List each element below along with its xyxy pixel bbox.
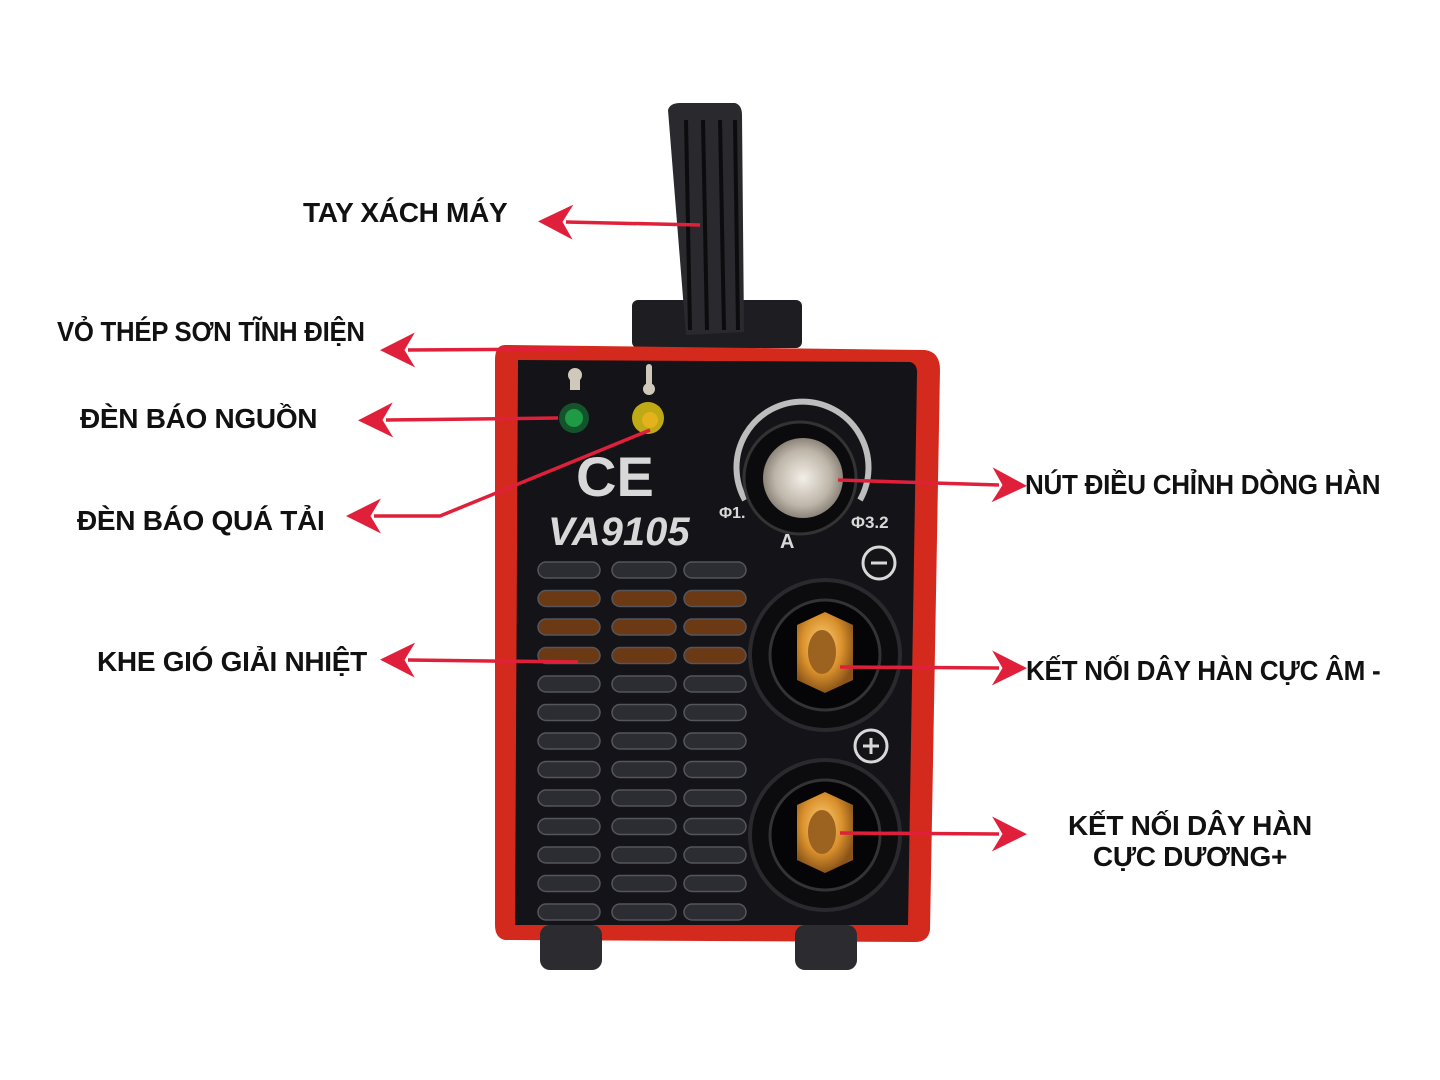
vent-slot (537, 903, 601, 921)
vent-slot (537, 675, 601, 693)
vent-slot (683, 817, 747, 836)
positive-terminal (748, 758, 902, 912)
arrow-vents (380, 642, 579, 678)
vent-slot (611, 732, 677, 750)
vent-slot (611, 903, 677, 921)
vent-slot (683, 789, 747, 807)
vent-slot (683, 760, 747, 779)
negative-terminal (748, 578, 902, 732)
vent-slot (683, 561, 747, 579)
vent-slot (537, 789, 601, 807)
vent-slot (611, 561, 677, 579)
minus-icon (861, 545, 897, 581)
vent-slot (683, 589, 747, 608)
label-positive-line2: CỰC DƯƠNG+ (1092, 841, 1288, 872)
model-number: VA9105 (548, 510, 690, 554)
vent-slot (611, 817, 677, 836)
label-casing: VỎ THÉP SƠN TĨNH ĐIỆN (57, 316, 365, 347)
arrow-negative (839, 650, 1027, 686)
vent-slot (537, 703, 601, 722)
current-knob (733, 398, 872, 536)
vent-slot (611, 646, 677, 665)
label-power-light: ĐÈN BÁO NGUỒN (80, 403, 318, 434)
label-negative-terminal: KẾT NỐI DÂY HÀN CỰC ÂM - (1026, 655, 1381, 686)
vent-slot (683, 732, 747, 750)
vent-slot (537, 874, 601, 893)
dial-min-label: Φ1. (719, 505, 745, 522)
label-positive-line1: KẾT NỐI DÂY HÀN (1068, 810, 1312, 841)
arrow-knob (837, 467, 1027, 503)
vent-slot (683, 846, 747, 864)
vent-slot (683, 618, 747, 636)
vents (537, 561, 747, 921)
arrow-handle (538, 204, 701, 240)
vent-slot (537, 846, 601, 864)
vent-slot (537, 589, 601, 608)
vent-slot (611, 589, 677, 608)
label-overload-light: ĐÈN BÁO QUÁ TẢI (77, 505, 325, 536)
label-handle: TAY XÁCH MÁY (303, 197, 508, 228)
vent-slot (611, 703, 677, 722)
handle (632, 103, 802, 348)
dial-unit-label: A (780, 531, 794, 553)
vent-slot (611, 618, 677, 636)
callout-arrows (346, 204, 1027, 852)
vent-slot (683, 646, 747, 665)
vent-slot (537, 760, 601, 779)
arrow-casing (380, 332, 579, 368)
plus-icon (853, 728, 889, 764)
vent-slot (537, 817, 601, 836)
thermometer-icon (643, 364, 655, 395)
arrow-power-light (358, 402, 559, 438)
arrow-overload-light (346, 428, 651, 534)
vent-slot (537, 561, 601, 579)
dial-max-label: Φ3.2 (851, 513, 889, 532)
vent-slot (611, 874, 677, 893)
label-positive-terminal: KẾT NỐI DÂY HÀN CỰC DƯƠNG+ (1060, 810, 1320, 872)
arrow-positive (839, 816, 1027, 852)
vent-slot (683, 703, 747, 722)
vent-slot (683, 874, 747, 893)
vent-slot (683, 903, 747, 921)
vent-slot (611, 760, 677, 779)
label-vents: KHE GIÓ GIẢI NHIỆT (97, 646, 367, 677)
vent-slot (683, 675, 747, 693)
bulb-icon (568, 368, 582, 390)
vent-slot (537, 732, 601, 750)
vent-slot (611, 675, 677, 693)
label-current-knob: NÚT ĐIỀU CHỈNH DÒNG HÀN (1025, 469, 1381, 500)
vent-slot (611, 789, 677, 807)
vent-slot (611, 846, 677, 864)
vent-slot (537, 618, 601, 636)
